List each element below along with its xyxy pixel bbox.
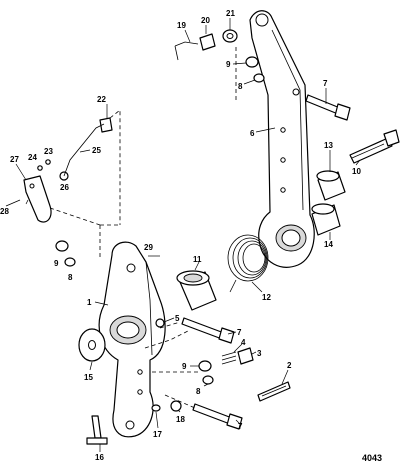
callout-17: 17: [153, 430, 162, 439]
pin-part-5: [155, 318, 165, 328]
bushing-part-13: [316, 170, 346, 201]
callout-16: 16: [95, 453, 104, 462]
fitting-part-26: [59, 171, 69, 181]
callout-2: 2: [287, 361, 292, 370]
bolt-part-7-lower: [192, 403, 243, 430]
callout-8: 8: [238, 82, 243, 91]
callout-21: 21: [226, 9, 235, 18]
nut-part-8-left: [64, 257, 76, 267]
callout-27: 27: [10, 155, 19, 164]
bolt-part-10: [349, 129, 400, 164]
callout-3: 3: [257, 349, 262, 358]
callout-1: 1: [87, 298, 92, 307]
callout-12: 12: [262, 293, 271, 302]
bolt-part-16: [86, 415, 108, 445]
spring-part-12: [227, 234, 269, 293]
callout-10: 10: [352, 167, 361, 176]
callout-6: 6: [250, 129, 255, 138]
clip-part-23: [45, 159, 51, 165]
callout-4: 4: [241, 338, 246, 347]
callout-13: 13: [324, 141, 333, 150]
leader-lines: [15, 18, 361, 452]
fitting-part-20: [199, 33, 216, 51]
diagram-code: 4043: [362, 453, 382, 463]
callout-19: 19: [177, 21, 186, 30]
washer-part-15: [78, 328, 106, 362]
callouts: 19 20 21 9 8 7 6 13 10 14 22 25 27 24 23…: [0, 9, 361, 462]
spacer-part-9-left: [55, 240, 69, 252]
fitting-part-3: [237, 347, 254, 365]
washer-part-17: [151, 404, 161, 412]
nut-part-18: [170, 400, 182, 412]
callout-7: 7: [237, 328, 242, 337]
spring-part-4: [221, 351, 237, 365]
pin-part-28: [5, 199, 21, 207]
callout-7: 7: [323, 79, 328, 88]
clip-part-24: [37, 165, 43, 171]
fitting-part-22: [99, 117, 113, 133]
callout-5: 5: [175, 314, 180, 323]
callout-9: 9: [182, 362, 187, 371]
bushing-part-11: [176, 270, 217, 311]
assembly-guide-lines: [49, 46, 237, 409]
callout-20: 20: [201, 16, 210, 25]
lower-lever-part-1: [98, 241, 166, 438]
callout-15: 15: [84, 373, 93, 382]
callout-8: 8: [196, 387, 201, 396]
callout-23: 23: [44, 147, 53, 156]
bolt-part-7-upper: [305, 94, 351, 121]
callout-9: 9: [54, 259, 59, 268]
rod-end-part-19: [174, 41, 199, 61]
control-rod-part-25: [63, 123, 105, 177]
nut-part-8-lower: [202, 375, 214, 385]
callout-7: 7: [238, 422, 243, 431]
callout-8: 8: [68, 273, 73, 282]
callout-25: 25: [92, 146, 101, 155]
bolt-part-2: [257, 381, 291, 402]
callout-9: 9: [226, 60, 231, 69]
callout-28: 28: [0, 207, 9, 216]
callout-22: 22: [97, 95, 106, 104]
spacer-part-9-lower: [198, 360, 212, 372]
bolt-part-7-middle: [181, 317, 235, 344]
callout-18: 18: [176, 415, 185, 424]
callout-14: 14: [324, 240, 333, 249]
upper-lever-part-6: [249, 10, 315, 268]
nut-part-21: [222, 29, 238, 43]
callout-29: 29: [144, 243, 153, 252]
bushing-part-14: [311, 203, 341, 236]
bellcrank-part-27: [23, 175, 52, 223]
spacer-part-9-upper: [245, 56, 259, 68]
callout-24: 24: [28, 153, 37, 162]
callout-26: 26: [60, 183, 69, 192]
nut-part-8-upper: [253, 73, 265, 83]
callout-11: 11: [193, 255, 202, 264]
